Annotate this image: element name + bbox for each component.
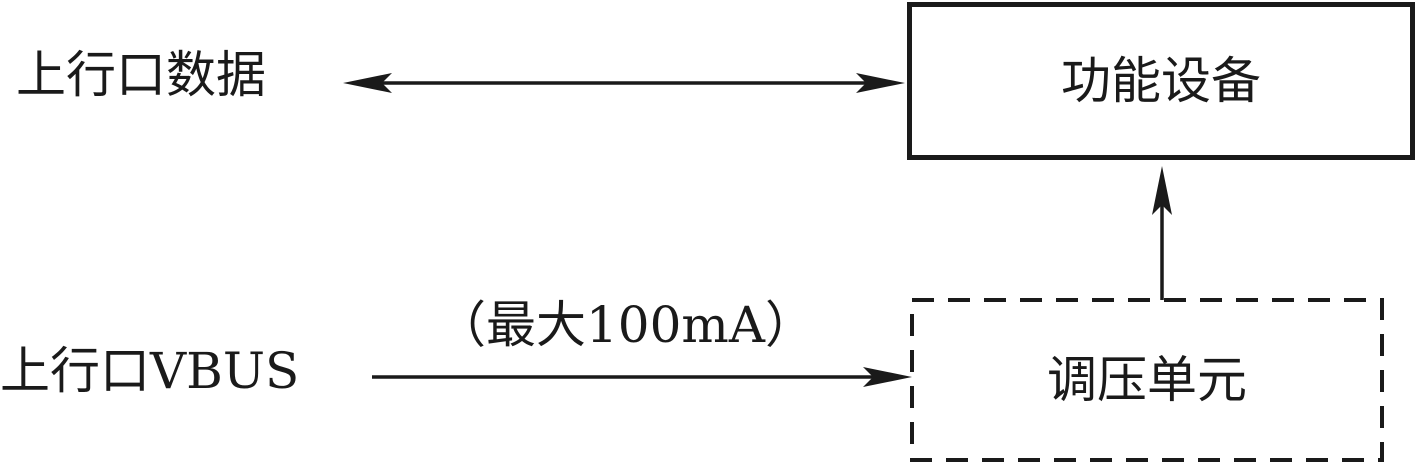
regulator-unit-label: 调压单元 xyxy=(1047,351,1247,409)
regulator-output-arrowhead xyxy=(1152,166,1172,215)
regulator-unit-dashed-border xyxy=(910,298,1384,462)
data-line-left-arrowhead xyxy=(343,73,392,93)
upstream-data-label: 上行口数据 xyxy=(16,46,266,104)
data-line-right-arrowhead xyxy=(856,73,905,93)
upstream-vbus-label: 上行口VBUS xyxy=(0,342,300,400)
vbus-line-arrowhead xyxy=(863,367,912,387)
regulator-unit-box: 调压单元 xyxy=(910,298,1384,462)
current-limit-label: （最大100mA） xyxy=(436,296,815,354)
function-device-box: 功能设备 xyxy=(907,2,1415,160)
function-device-label: 功能设备 xyxy=(1061,52,1261,110)
